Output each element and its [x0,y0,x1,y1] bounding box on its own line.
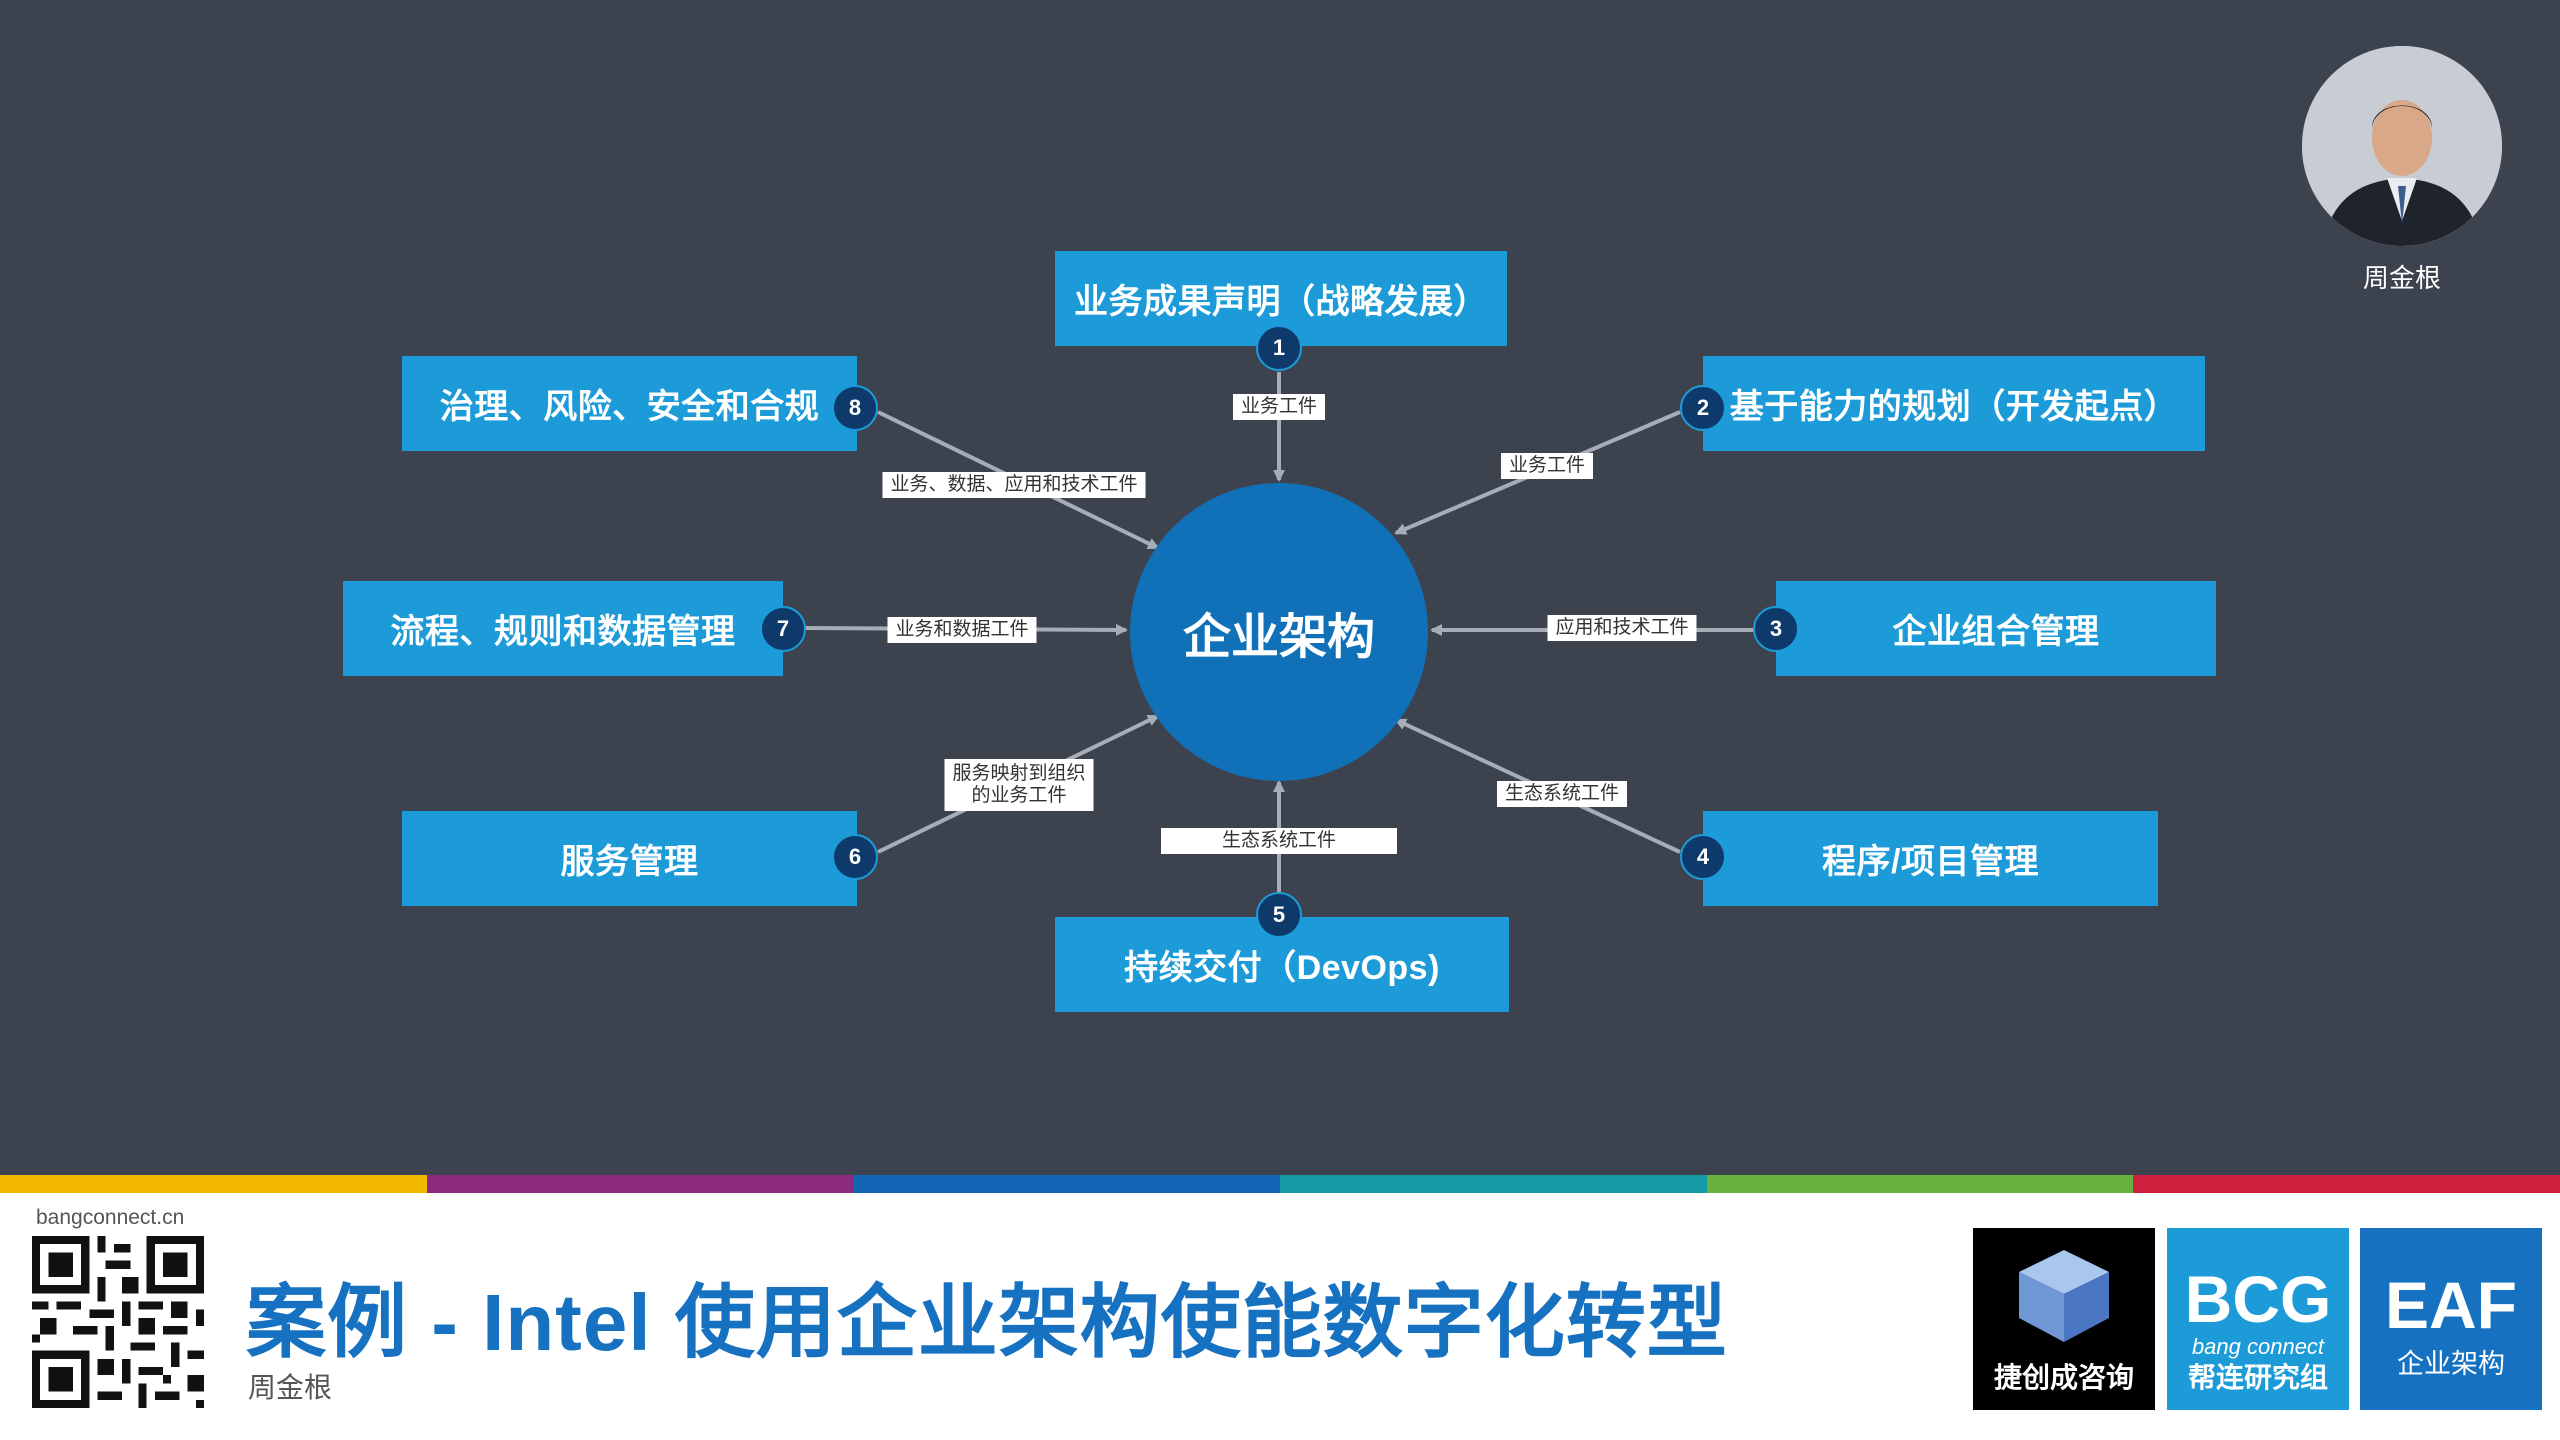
edge-label-2: 业务工件 [1500,453,1594,479]
node-service-management: 服务管理 [402,811,857,906]
node-program-project: 程序/项目管理 [1703,811,2158,906]
bcg-logo: BCG bang connect 帮连研究组 [2167,1228,2349,1410]
stripe-purple [426,1175,854,1193]
node-label: 服务管理 [560,843,699,881]
website-url: bangconnect.cn [36,1206,185,1229]
edge-label-1: 业务工件 [1232,394,1326,420]
bcg-mark: BCG [2184,1262,2332,1336]
badge-8: 8 [832,385,878,431]
eaf-logo: EAF 企业架构 [2360,1228,2542,1410]
diagram-canvas: 业务成果声明（战略发展） 基于能力的规划（开发起点） 企业组合管理 程序/项目管… [0,0,2560,1175]
presenter-name: 周金根 [2362,263,2441,293]
eaf-name: 企业架构 [2397,1349,2505,1379]
bcg-name: 帮连研究组 [2187,1362,2328,1393]
cube-icon [2019,1250,2109,1342]
node-label: 程序/项目管理 [1822,843,2039,881]
qr-code-icon [32,1236,204,1413]
node-continuous-delivery: 持续交付（DevOps) [1055,917,1509,1012]
center-label: 企业架构 [1182,611,1375,664]
badge-4: 4 [1680,834,1726,880]
node-label: 治理、风险、安全和合规 [439,388,820,426]
jiechuang-name: 捷创成咨询 [1993,1362,2134,1393]
node-capability-planning: 基于能力的规划（开发起点） [1703,356,2205,451]
badge-1: 1 [1256,325,1302,371]
edge-label-7: 业务和数据工件 [887,617,1037,643]
bcg-sub: bang connect [2191,1334,2325,1359]
badge-7: 7 [760,606,806,652]
stripe-red [2133,1175,2560,1193]
edge-label-8: 业务、数据、应用和技术工件 [882,472,1146,498]
stripe-green [1706,1175,2134,1193]
stripe-teal [1280,1175,1707,1193]
color-stripe [0,1175,2560,1193]
badge-2: 2 [1680,385,1726,431]
badge-3: 3 [1753,606,1799,652]
eaf-mark: EAF [2385,1268,2517,1342]
node-governance-risk: 治理、风险、安全和合规 [402,356,857,451]
edge-label-4: 生态系统工件 [1496,781,1628,807]
badge-6: 6 [832,834,878,880]
slide-title: 案例 - Intel 使用企业架构使能数字化转型 [246,1278,1728,1367]
node-label: 基于能力的规划（开发起点） [1729,388,2179,426]
edge-label-6: 服务映射到组织 的业务工件 [944,759,1094,811]
center-enterprise-architecture: 企业架构 [1130,483,1428,781]
badge-5: 5 [1256,892,1302,938]
node-label: 持续交付（DevOps) [1124,949,1440,987]
stripe-yellow [0,1175,427,1193]
node-portfolio-management: 企业组合管理 [1776,581,2216,676]
node-label: 业务成果声明（战略发展） [1074,283,1488,321]
jiechuang-logo: 捷创成咨询 [1973,1228,2155,1410]
slide-author: 周金根 [248,1372,333,1403]
node-process-rules-data: 流程、规则和数据管理 [343,581,783,676]
edge-label-5: 生态系统工件 [1161,828,1397,854]
node-label: 流程、规则和数据管理 [390,613,736,651]
stripe-blue [853,1175,1281,1193]
presenter-avatar [2302,46,2502,246]
node-label: 企业组合管理 [1892,613,2100,651]
edge-label-3: 应用和技术工件 [1547,615,1697,641]
